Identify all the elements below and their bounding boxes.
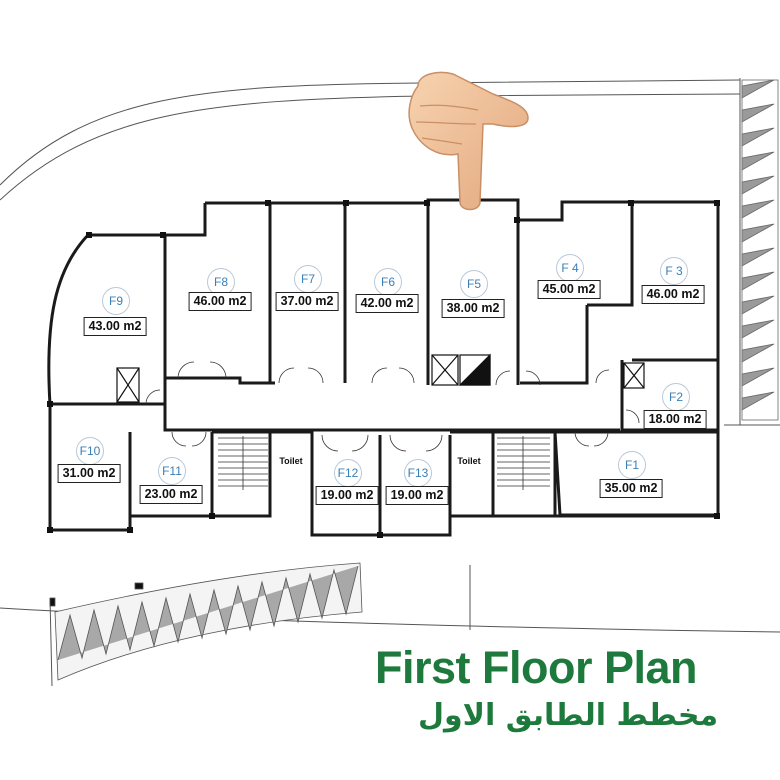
toilet-label-left: Toilet [279,456,303,466]
bottom-planter-strip [49,562,363,681]
unit-id-f2: F2 [662,383,690,411]
plan-title-arabic: مخطط الطابق الاول [418,698,719,733]
plan-title-english: First Floor Plan [375,642,698,693]
unit-area-f4: 45.00 m2 [537,280,601,299]
unit-id-f4: F 4 [556,254,584,282]
unit-id-f12: F12 [334,459,362,487]
unit-area-f1: 35.00 m2 [599,479,663,498]
unit-area-f5: 38.00 m2 [441,299,505,318]
right-planter-strip [741,79,779,421]
unit-area-f9: 43.00 m2 [83,317,147,336]
unit-id-f1: F1 [618,451,646,479]
unit-area-f6: 42.00 m2 [355,294,419,313]
unit-area-f2: 18.00 m2 [643,410,707,429]
toilet-label-right: Toilet [457,456,481,466]
unit-area-f3: 46.00 m2 [641,285,705,304]
shafts [116,353,645,403]
unit-id-f8: F8 [207,268,235,296]
unit-area-f13: 19.00 m2 [385,486,449,505]
pointing-hand-icon [408,71,529,211]
unit-id-f11: F11 [158,457,186,485]
unit-id-f6: F6 [374,268,402,296]
unit-id-f9: F9 [102,287,130,315]
unit-id-f5: F5 [460,270,488,298]
stairs [218,436,550,490]
doors [145,361,640,452]
unit-area-f8: 46.00 m2 [188,292,252,311]
unit-id-f3: F 3 [660,257,688,285]
unit-id-f7: F7 [294,265,322,293]
unit-area-f7: 37.00 m2 [275,292,339,311]
unit-area-f10: 31.00 m2 [57,464,121,483]
unit-area-f11: 23.00 m2 [139,485,203,504]
columns [47,200,720,538]
unit-id-f10: F10 [76,437,104,465]
unit-id-f13: F13 [404,459,432,487]
unit-area-f12: 19.00 m2 [315,486,379,505]
